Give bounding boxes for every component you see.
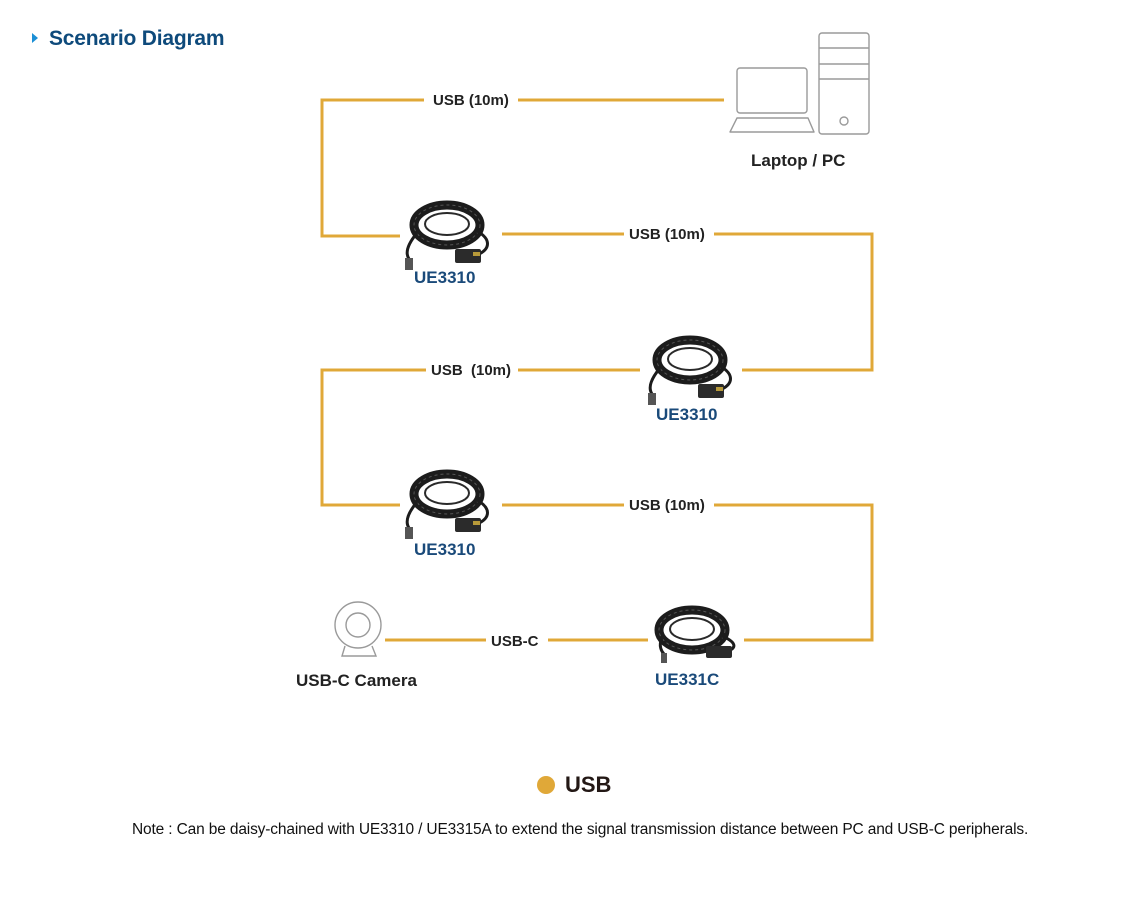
connection-label: USB (10m) [629, 226, 705, 243]
heading-title: Scenario Diagram [49, 27, 225, 50]
legend: USB [537, 772, 611, 798]
usb-extension-cable-icon [648, 340, 732, 405]
product-label: UE331C [655, 670, 719, 689]
connection-label: USB-C [491, 633, 539, 650]
note-text: Note : Can be daisy-chained with UE3310 … [132, 821, 1029, 838]
usb-extension-cable-icon [405, 474, 489, 539]
device-label-camera: USB-C Camera [296, 671, 417, 690]
usb-c-extension-cable-icon [659, 610, 736, 663]
device-label-pc: Laptop / PC [751, 151, 845, 170]
line-pc-to-ue3310-1 [320, 98, 424, 238]
section-heading: Scenario Diagram [32, 27, 225, 51]
line-ue3310-2-to-ue3310-3-left [320, 368, 426, 507]
product-label: UE3310 [414, 268, 475, 287]
legend-usb-label: USB [565, 772, 612, 797]
line-ue3310-1-to-ue3310-2-right [714, 232, 874, 372]
connection-label: USB (10m) [629, 497, 705, 514]
product-label: UE3310 [414, 540, 475, 559]
webcam-icon [334, 601, 382, 657]
legend-usb-swatch [537, 776, 555, 794]
laptop-pc-icon [729, 32, 870, 135]
triangle-right-icon [32, 33, 38, 43]
connection-label: USB (10m) [431, 362, 511, 379]
usb-lines [320, 98, 874, 642]
usb-extension-cable-icon [405, 205, 489, 270]
connection-label: USB (10m) [433, 92, 509, 109]
product-label: UE3310 [656, 405, 717, 424]
line-ue3310-3-to-ue331c-right [714, 503, 874, 642]
